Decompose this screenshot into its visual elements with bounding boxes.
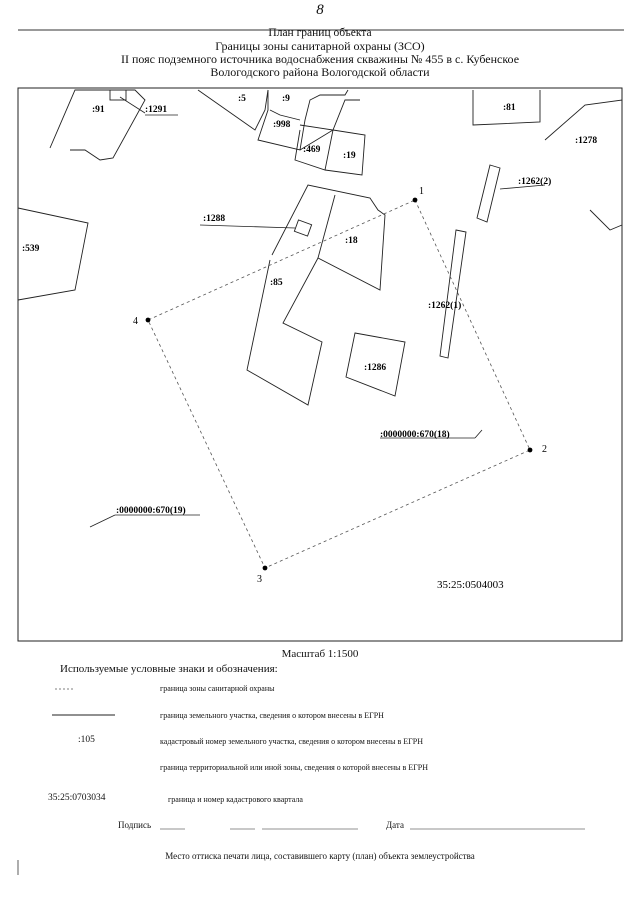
- parcel-1262-1-boundary: [439, 229, 467, 359]
- title-line-2: Границы зоны санитарной охраны (ЗСО): [215, 39, 425, 53]
- parcel-9-inner: [299, 99, 360, 151]
- label-1286: :1286: [364, 363, 386, 373]
- stamp-place-label: Место оттиска печати лица, составившего …: [165, 851, 475, 861]
- point-4-label: 4: [133, 316, 138, 327]
- parcel-1286-boundary: [345, 332, 406, 397]
- parcel-81-boundary: [472, 90, 541, 126]
- parcel-1291-boundary: [109, 89, 127, 101]
- parcel-539-boundary: [17, 207, 89, 301]
- parcel-1278-boundary: [544, 99, 623, 231]
- date-label: Дата: [386, 820, 404, 830]
- parcel-boundaries: [17, 89, 623, 406]
- label-zone-670-19: :0000000:670(19): [116, 505, 186, 516]
- leader-1262-2: [499, 184, 546, 190]
- point-1-marker: [412, 197, 418, 203]
- zone-boundary: [147, 199, 531, 569]
- map-scale: Масштаб 1:1500: [281, 648, 359, 660]
- label-1291: :1291: [145, 105, 167, 115]
- parcel-5-boundary: [197, 89, 269, 131]
- point-1-label: 1: [419, 186, 424, 197]
- label-469: :469: [303, 145, 321, 155]
- legend-item-parcel: граница земельного участка, сведения о к…: [160, 711, 384, 720]
- parcel-1288-boundary: [293, 219, 313, 237]
- legend-item-zone: граница зоны санитарной охраны: [160, 684, 275, 693]
- point-2-label: 2: [542, 444, 547, 455]
- label-1278: :1278: [575, 136, 597, 146]
- map-frame: [17, 87, 623, 642]
- label-19: :19: [343, 151, 356, 161]
- label-81: :81: [503, 103, 516, 113]
- point-3-marker: [262, 565, 268, 571]
- label-85: :85: [270, 278, 283, 288]
- signature-label: Подпись: [118, 820, 152, 830]
- leader-1291-a: [119, 96, 146, 114]
- parcel-85-boundary: [246, 184, 386, 406]
- legend-item-territorial-zone: граница территориальной или иной зоны, с…: [160, 763, 429, 772]
- leader-670-19-b: [89, 514, 116, 528]
- parcel-19-boundary: [324, 129, 366, 176]
- title-line-3: II пояс подземного источника водоснабжен…: [120, 52, 520, 66]
- legend-symbol-quarter: 35:25:0703034: [48, 793, 106, 803]
- point-4-marker: [145, 317, 151, 323]
- point-3-label: 3: [257, 574, 262, 585]
- point-2-marker: [527, 447, 533, 453]
- parcel-9-boundary: [257, 89, 349, 151]
- legend-title: Используемые условные знаки и обозначени…: [60, 663, 278, 675]
- legend-symbol-cadnum: :105: [78, 735, 95, 745]
- parcel-1262-2-boundary: [476, 164, 501, 223]
- leader-670-18-b: [474, 429, 483, 439]
- title-line-4: Вологодского района Вологодской области: [210, 65, 430, 79]
- label-539: :539: [22, 244, 40, 254]
- label-1262-2: :1262(2): [518, 176, 551, 187]
- label-91: :91: [92, 105, 105, 115]
- label-18: :18: [345, 236, 358, 246]
- leader-lines: [89, 96, 546, 528]
- legend-item-cadnum: кадастровый номер земельного участка, св…: [160, 737, 423, 746]
- zone-points: [145, 197, 533, 571]
- leader-1288: [199, 224, 296, 229]
- parcel-91-boundary: [49, 89, 146, 161]
- quarter-number: 35:25:0504003: [437, 579, 504, 591]
- label-1262-1: :1262(1): [428, 300, 461, 311]
- parcel-998-boundary: [269, 109, 301, 121]
- legend-item-quarter: граница и номер кадастрового квартала: [168, 795, 303, 804]
- page-number: 8: [316, 2, 324, 18]
- label-9: :9: [282, 94, 290, 104]
- sanitary-zone-line: [147, 199, 531, 569]
- label-1288: :1288: [203, 214, 225, 224]
- label-5: :5: [238, 94, 246, 104]
- parcel-18-divider: [317, 194, 336, 259]
- label-998: :998: [273, 120, 291, 130]
- label-zone-670-18: :0000000:670(18): [380, 429, 450, 440]
